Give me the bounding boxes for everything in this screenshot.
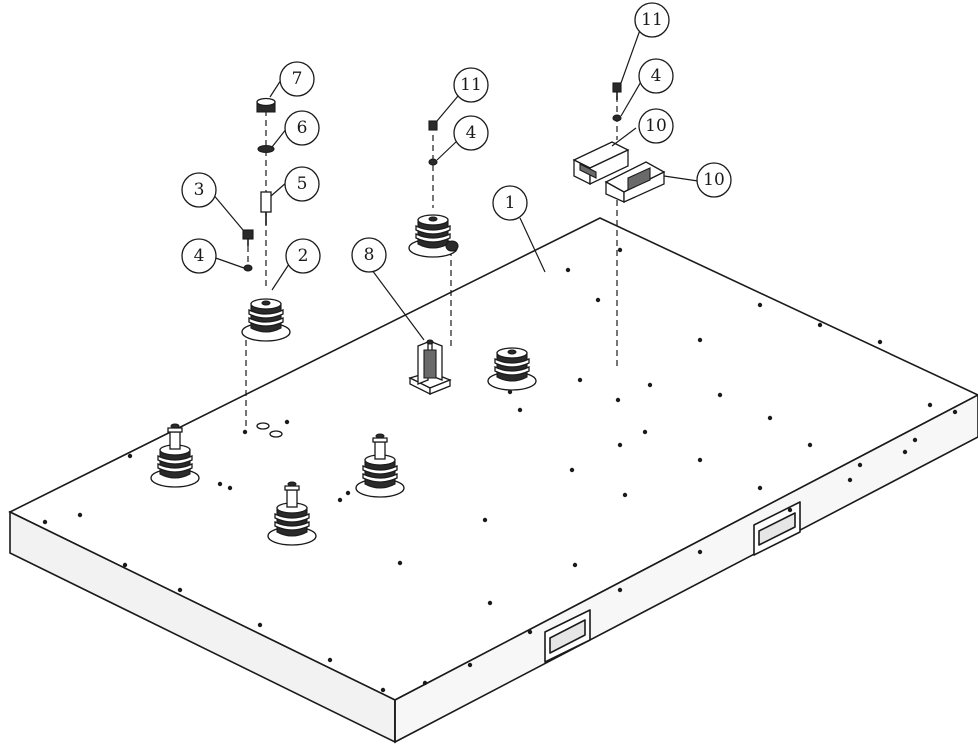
plate-hole (565, 267, 571, 273)
svg-text:8: 8 (364, 245, 375, 265)
plate-hole (487, 600, 493, 606)
handle-cutout-front (544, 609, 591, 663)
plate-hole (345, 490, 351, 496)
balloon-part-4-left: 4 (181, 238, 217, 274)
plate-hole (227, 485, 233, 491)
svg-text:6: 6 (297, 118, 308, 138)
plate-hole (952, 409, 958, 415)
plate-hole (912, 437, 918, 443)
exploded-stack-center (408, 120, 459, 350)
plate-hole (467, 662, 473, 668)
balloon-part-1: 1 (492, 185, 528, 221)
svg-text:11: 11 (641, 10, 663, 30)
svg-text:4: 4 (466, 123, 477, 143)
balloon-part-10-upper: 10 (638, 108, 674, 144)
plate-hole (642, 429, 648, 435)
plate-hole (622, 492, 628, 498)
plate-hole (617, 247, 623, 253)
plate-hole (42, 519, 48, 525)
plate-hole (817, 322, 823, 328)
leader-lines (209, 29, 699, 341)
plate-hole (284, 419, 290, 425)
balloon-part-6: 6 (284, 110, 320, 146)
plate-hole (902, 449, 908, 455)
plate-hole (572, 562, 578, 568)
plate-hole (577, 377, 583, 383)
balloon-part-11-center: 11 (453, 67, 489, 103)
plate-hole (647, 382, 653, 388)
balloon-part-11-right: 11 (634, 2, 670, 38)
plate-hole (527, 629, 533, 635)
balloon-part-2: 2 (285, 238, 321, 274)
plate-hole (422, 680, 428, 686)
balloon-part-8: 8 (351, 237, 387, 273)
plate-hole (927, 402, 933, 408)
plate-hole (787, 507, 793, 513)
plate-hole (397, 560, 403, 566)
plate-hole (507, 389, 513, 395)
plate-hole (717, 392, 723, 398)
svg-text:10: 10 (645, 116, 667, 136)
plate-hole (177, 587, 183, 593)
plate-hole (257, 622, 263, 628)
svg-text:1: 1 (505, 193, 516, 213)
plate-holes (42, 247, 958, 693)
plate-hole (697, 457, 703, 463)
plate-hole (697, 337, 703, 343)
plate-hole (807, 442, 813, 448)
plate-hole (757, 302, 763, 308)
plate-hole (380, 687, 386, 693)
balloon-part-10-lower: 10 (696, 162, 732, 198)
plate-hole (697, 549, 703, 555)
plate-hole (569, 467, 575, 473)
svg-text:10: 10 (703, 170, 725, 190)
plate-hole (337, 497, 343, 503)
plate-hole (327, 657, 333, 663)
plate-hole (767, 415, 773, 421)
bracket (408, 339, 452, 396)
svg-text:11: 11 (460, 75, 482, 95)
svg-text:4: 4 (651, 66, 662, 86)
plate-hole (482, 517, 488, 523)
svg-text:3: 3 (194, 180, 205, 200)
plate-hole (517, 407, 523, 413)
plate-hole (617, 587, 623, 593)
balloon-part-4-right: 4 (638, 58, 674, 94)
balloon-part-4-center: 4 (453, 115, 489, 151)
svg-text:4: 4 (194, 246, 205, 266)
handle-cutout-rear (753, 501, 801, 556)
plate-hole (217, 481, 223, 487)
svg-text:5: 5 (297, 174, 308, 194)
balloon-part-3: 3 (181, 172, 217, 208)
plate-hole (242, 429, 248, 435)
balloon-part-5: 5 (284, 166, 320, 202)
plate-hole (857, 462, 863, 468)
plate-hole (122, 562, 128, 568)
exploded-stack-right (572, 82, 666, 368)
svg-text:7: 7 (292, 69, 303, 89)
plate-hole (617, 442, 623, 448)
plate-hole (847, 477, 853, 483)
svg-text:2: 2 (298, 246, 309, 266)
balloon-part-7: 7 (279, 61, 315, 97)
plate-hole (757, 485, 763, 491)
exploded-stack-left (241, 97, 291, 430)
base-plate (8, 217, 978, 744)
plate-hole (77, 512, 83, 518)
plate-hole (595, 297, 601, 303)
plate-hole (615, 397, 621, 403)
plate-hole (127, 453, 133, 459)
plate-hole (877, 339, 883, 345)
